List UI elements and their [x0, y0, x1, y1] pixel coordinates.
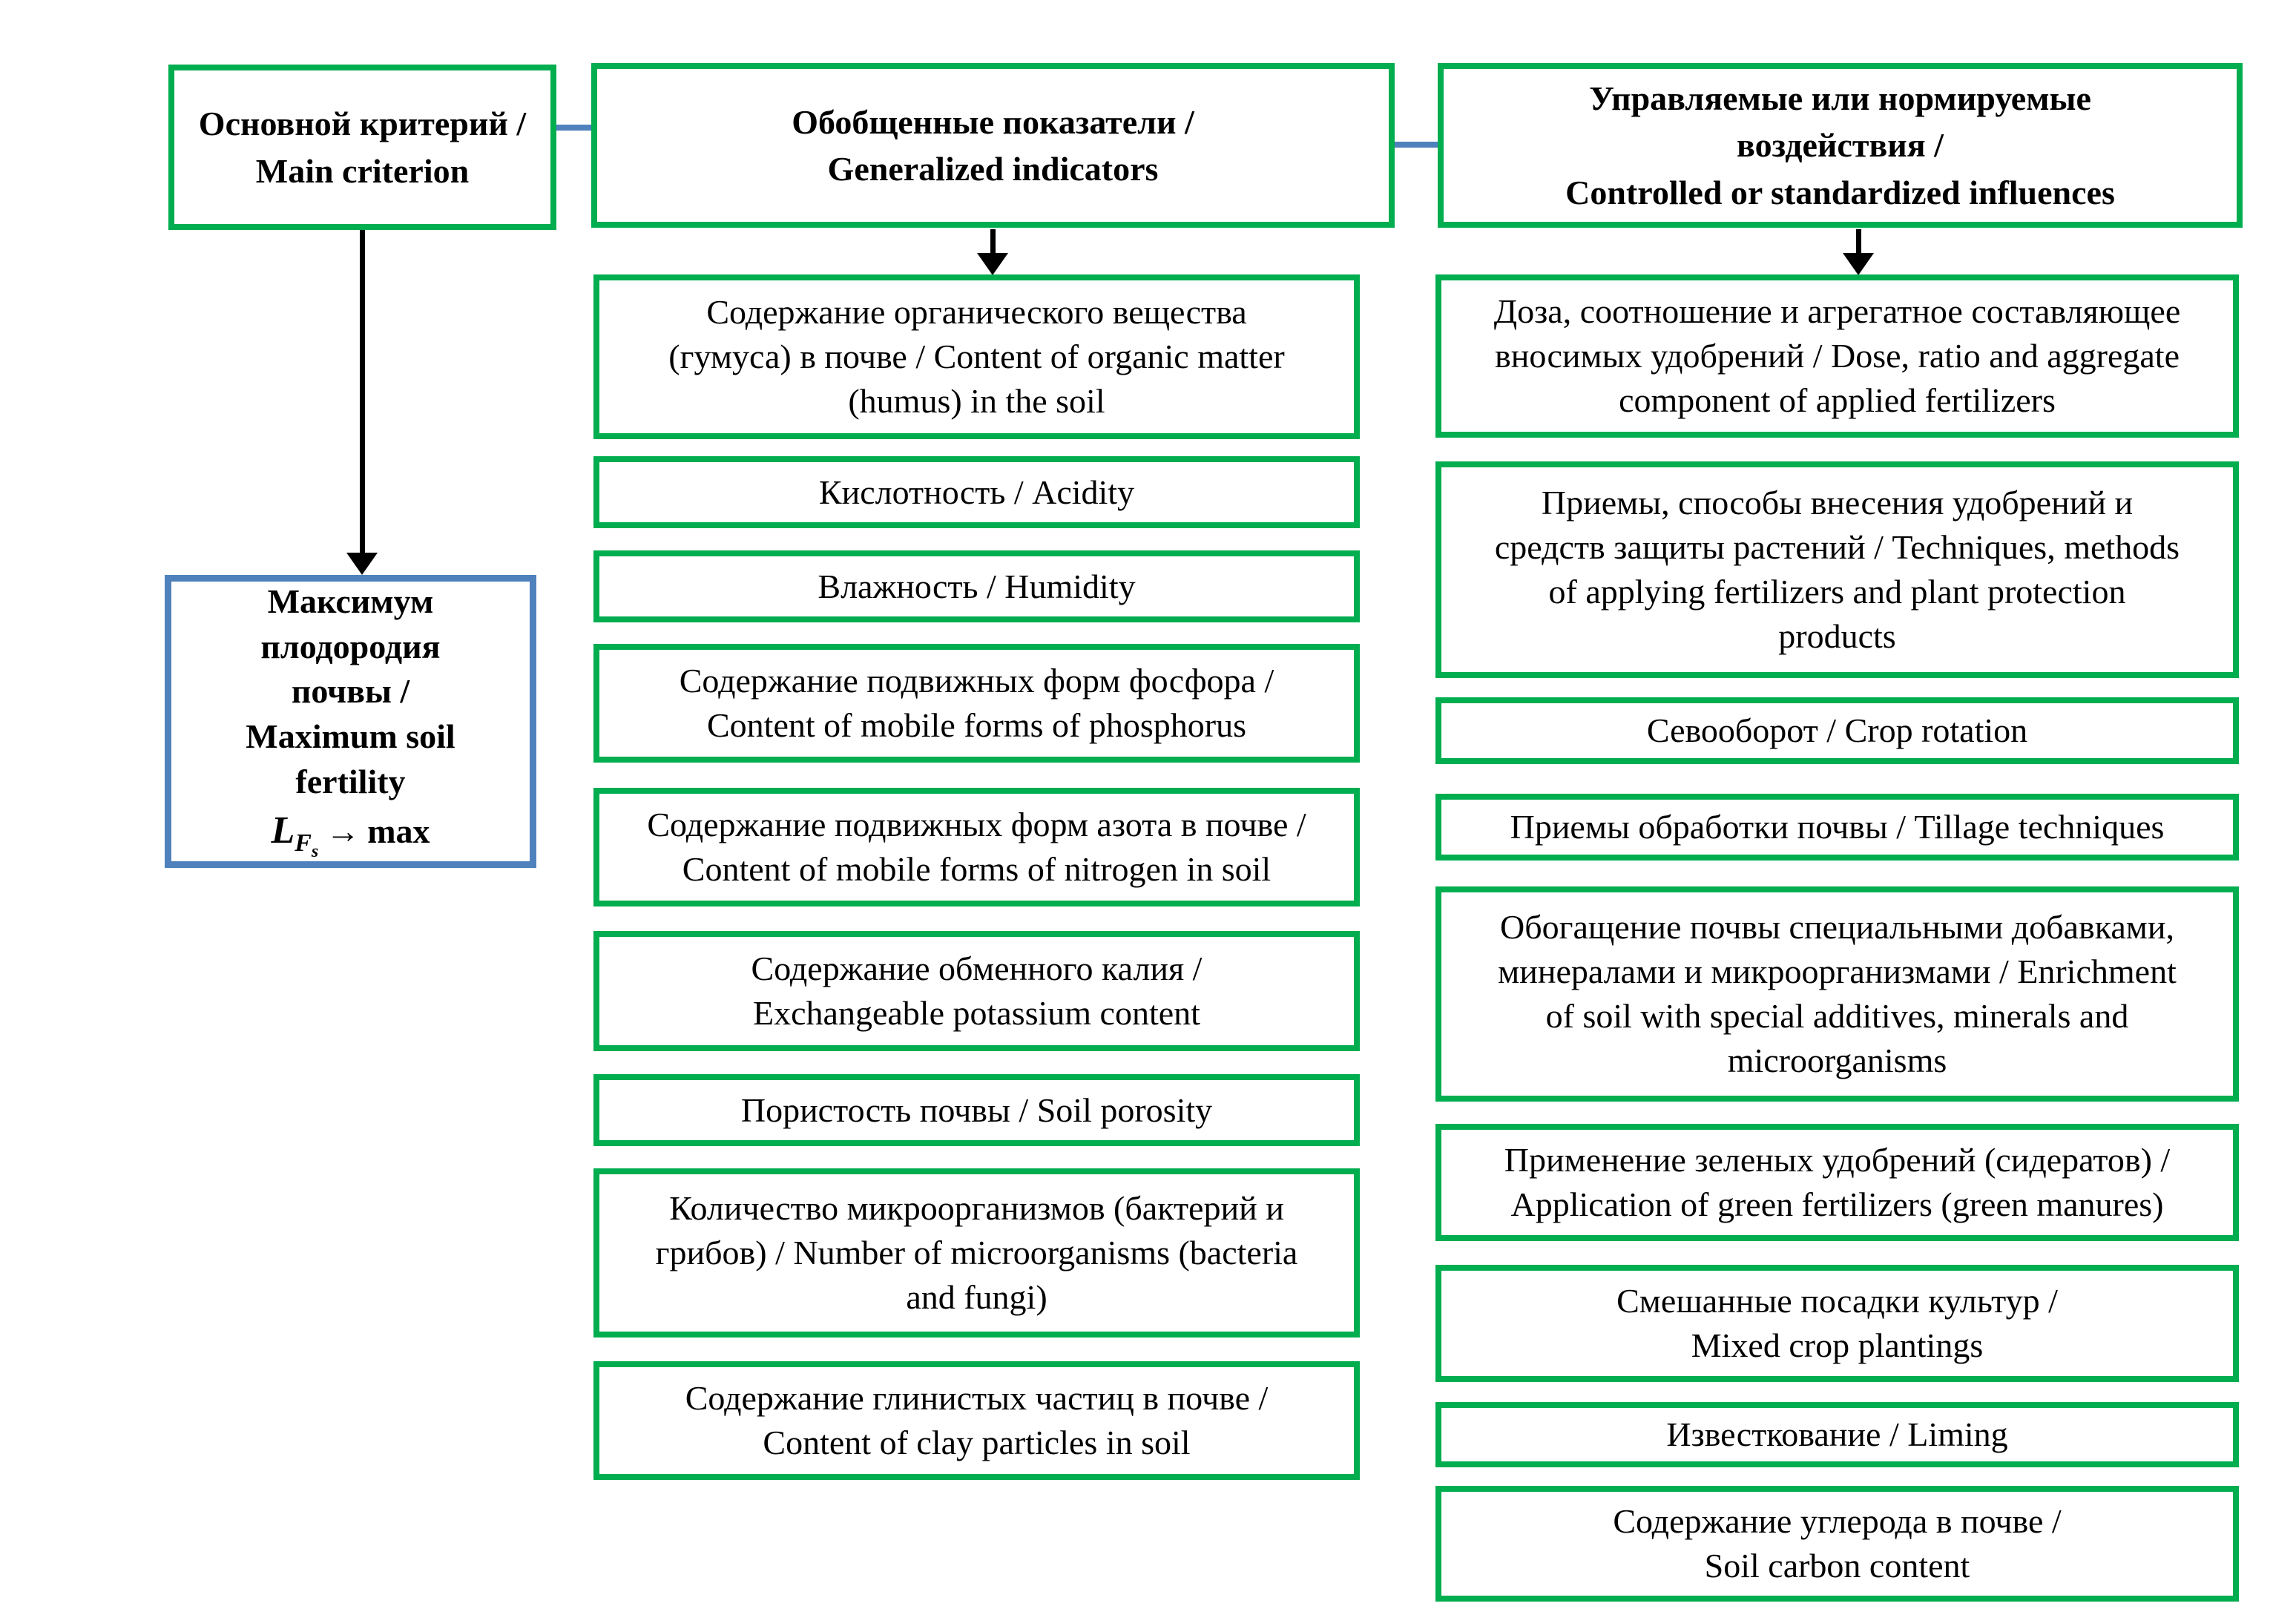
arrow-stem: [1856, 229, 1861, 254]
indicator-box-clay-particles: Содержание глинистых частиц в почве / Co…: [593, 1361, 1360, 1480]
formula-objective: max: [367, 812, 430, 851]
formula-arrow-icon: →: [326, 812, 361, 851]
influence-box-tillage: Приемы обработки почвы / Tillage techniq…: [1435, 794, 2239, 861]
arrow-head-icon: [346, 553, 378, 575]
formula-subscript: Fs: [295, 829, 319, 861]
indicator-box-organic-matter: Содержание органического вещества (гумус…: [593, 274, 1360, 439]
influence-box-soil-enrichment: Обогащение почвы специальными добавками,…: [1435, 886, 2239, 1102]
indicator-box-nitrogen: Содержание подвижных форм азота в почве …: [593, 788, 1360, 906]
influence-box-liming: Известкование / Liming: [1435, 1402, 2239, 1467]
connector-line-main-to-indicators: [556, 125, 591, 131]
box-controlled-influences-header: Управляемые или нормируемые воздействия …: [1438, 63, 2243, 228]
influence-box-fertilizer-dose: Доза, соотношение и агрегатное составляю…: [1435, 274, 2239, 438]
influence-box-mixed-plantings: Смешанные посадки культур / Mixed crop p…: [1435, 1265, 2239, 1382]
arrow-stem: [360, 230, 365, 554]
box-main-criterion: Основной критерий / Main criterion: [168, 65, 556, 230]
influence-box-soil-carbon: Содержание углерода в почве / Soil carbo…: [1435, 1486, 2239, 1602]
goal-text: Максимум плодородия почвы / Maximum soil…: [246, 582, 455, 800]
connector-line-indicators-to-influences: [1395, 142, 1438, 148]
influence-box-green-fertilizers: Применение зеленых удобрений (сидератов)…: [1435, 1124, 2239, 1241]
arrow-head-icon: [1843, 253, 1874, 275]
box-maximum-soil-fertility: Максимум плодородия почвы / Maximum soil…: [165, 575, 536, 868]
indicator-box-microorganisms: Количество микроорганизмов (бактерий и г…: [593, 1168, 1360, 1337]
indicator-box-phosphorus: Содержание подвижных форм фосфора / Cont…: [593, 644, 1360, 763]
indicator-box-humidity: Влажность / Humidity: [593, 550, 1360, 622]
box-generalized-indicators-header: Обобщенные показатели / Generalized indi…: [591, 63, 1395, 228]
influence-box-application-methods: Приемы, способы внесения удобрений и сре…: [1435, 461, 2239, 678]
influence-box-crop-rotation: Севооборот / Crop rotation: [1435, 697, 2239, 764]
arrow-stem: [990, 229, 996, 254]
goal-formula: LFs→max: [271, 806, 430, 863]
arrow-head-icon: [977, 253, 1008, 275]
formula-subsubscript: s: [311, 841, 319, 861]
formula-variable: L: [271, 809, 295, 852]
indicator-box-porosity: Пористость почвы / Soil porosity: [593, 1074, 1360, 1146]
indicator-box-potassium: Содержание обменного калия / Exchangeabl…: [593, 931, 1360, 1051]
indicator-box-acidity: Кислотность / Acidity: [593, 456, 1360, 528]
